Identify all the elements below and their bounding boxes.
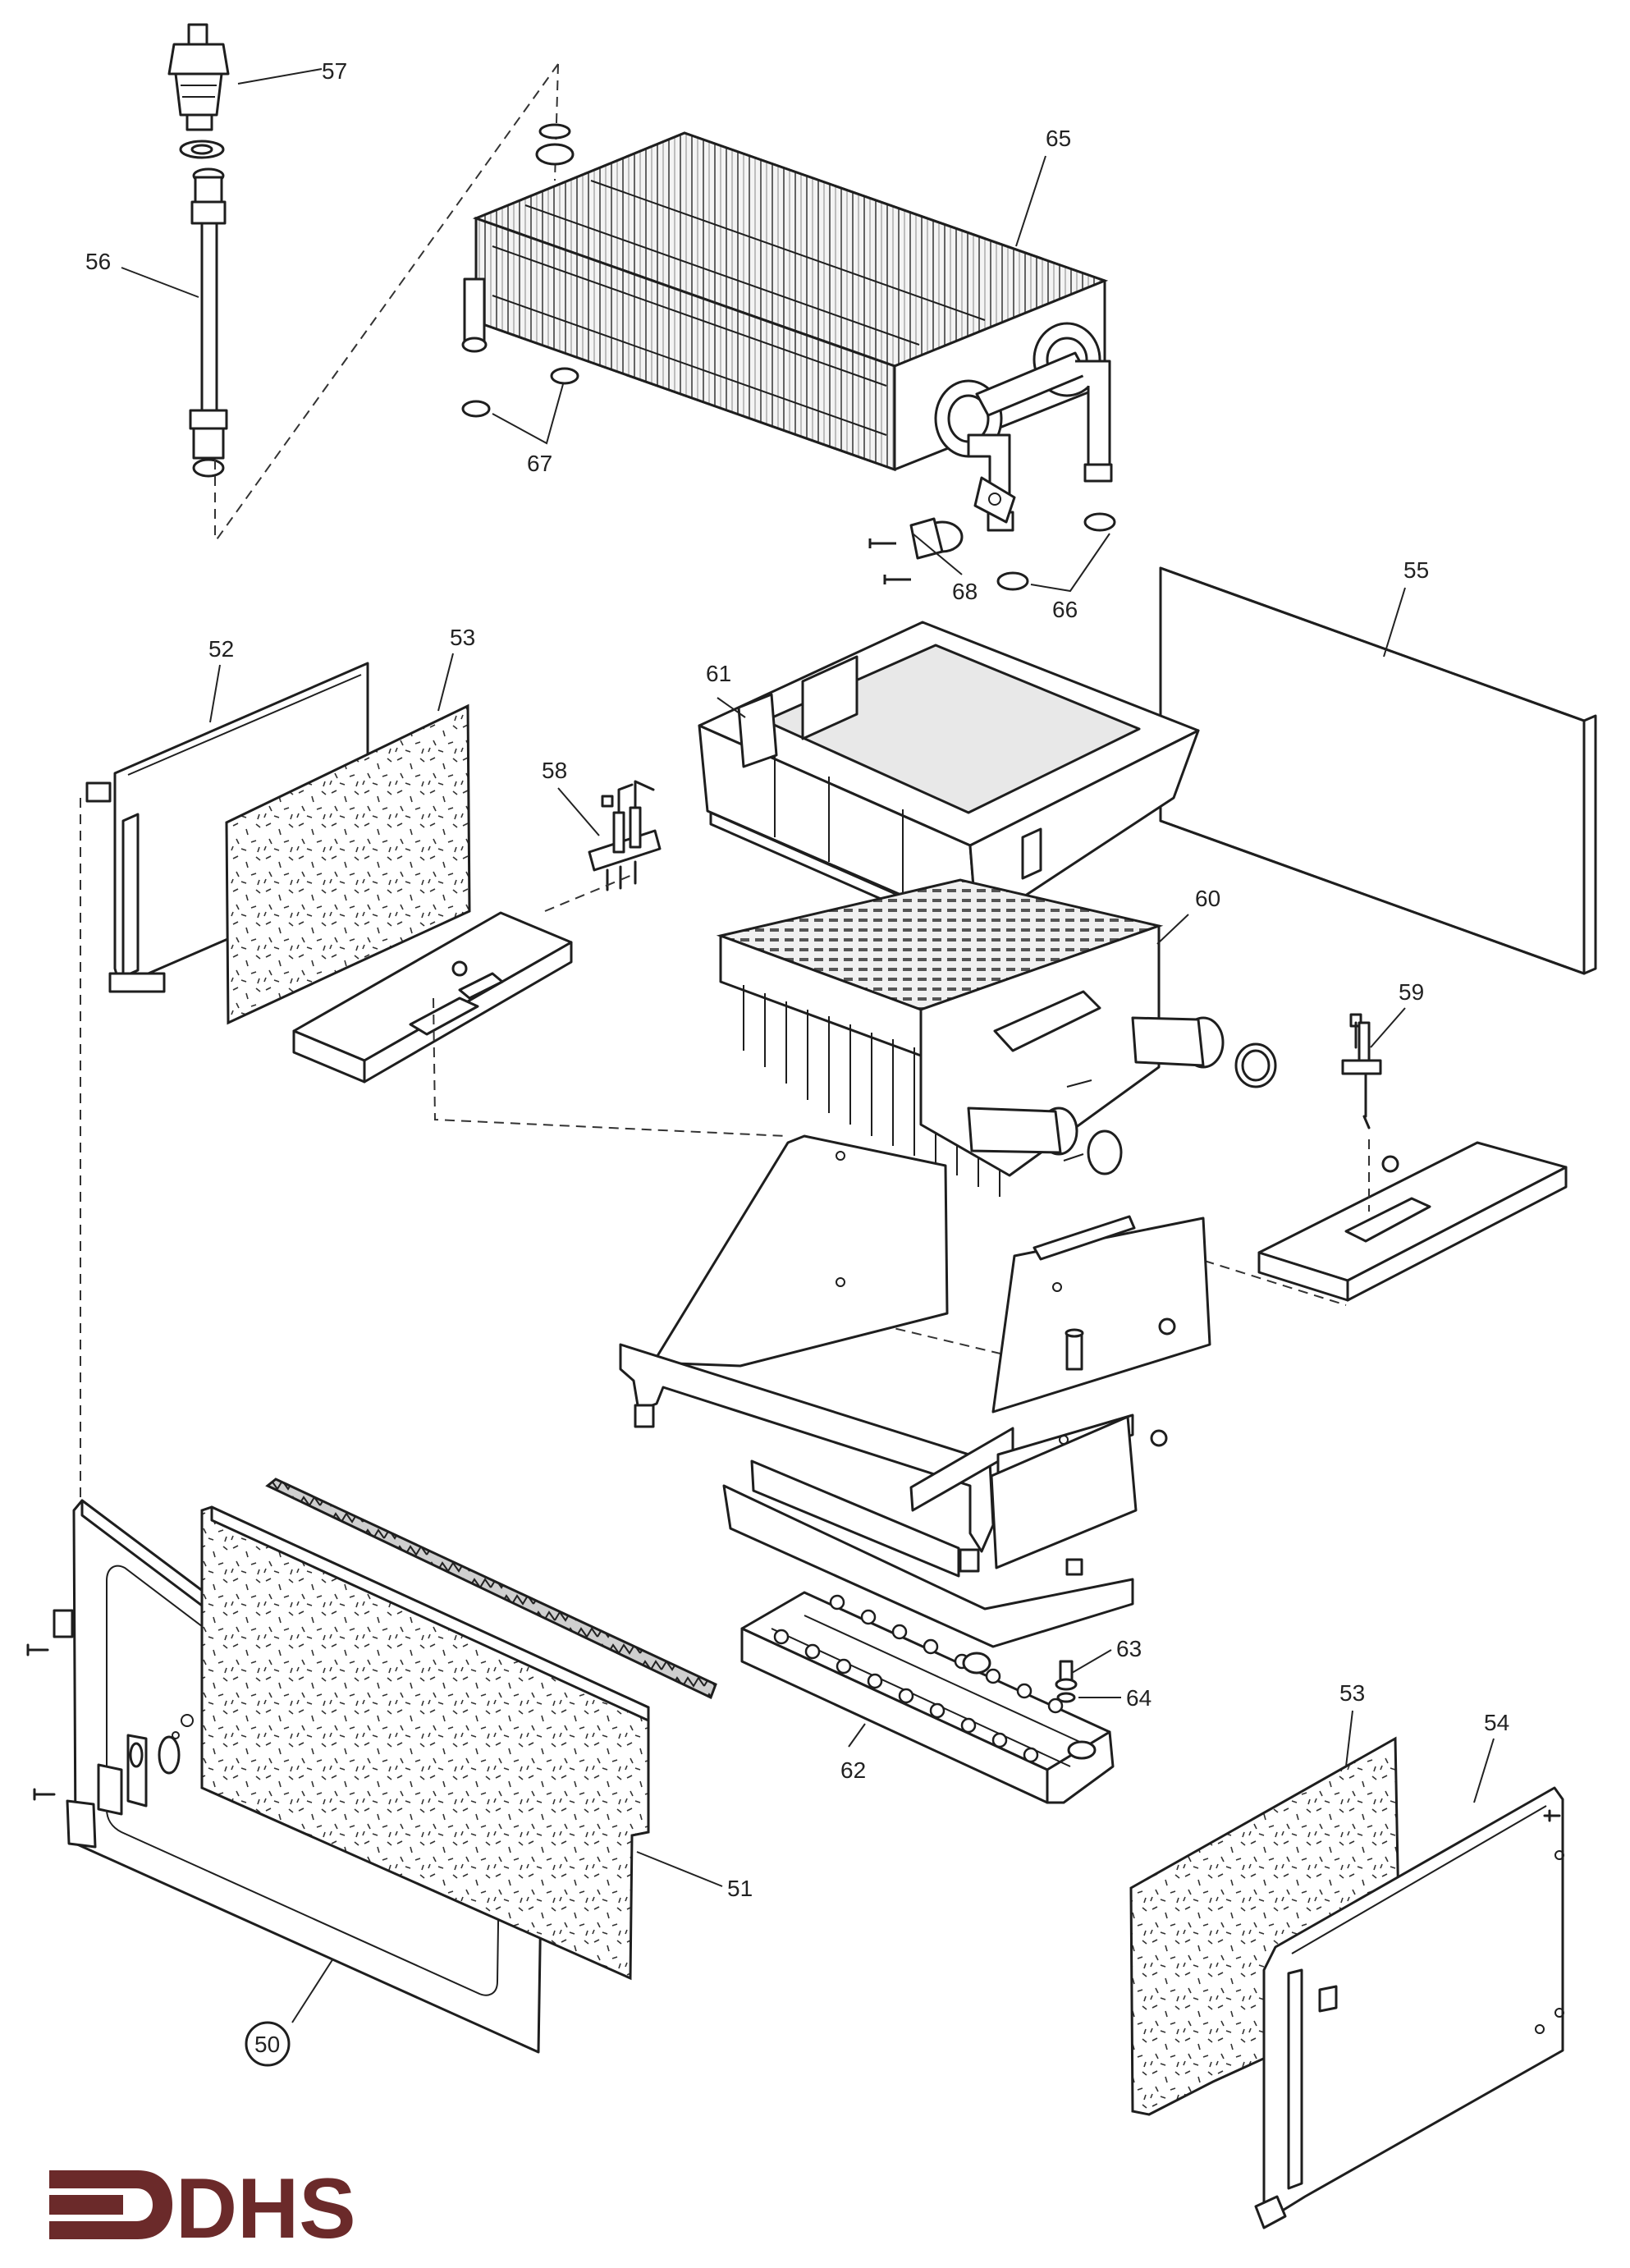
callout-65: 65 xyxy=(1046,126,1071,151)
leader-lines xyxy=(121,68,1495,2023)
callout-63: 63 xyxy=(1116,1636,1142,1661)
callout-53-left: 53 xyxy=(450,625,475,650)
callout-53-right: 53 xyxy=(1339,1680,1365,1706)
callout-66: 66 xyxy=(1052,597,1078,622)
callout-61: 61 xyxy=(706,661,731,686)
automatic-air-vent xyxy=(167,23,230,159)
callout-54: 54 xyxy=(1484,1710,1509,1735)
o-rings-67 xyxy=(461,367,579,445)
burner-side-plate-left xyxy=(292,911,573,1084)
gas-manifold-62 xyxy=(740,1591,1115,1804)
dhs-logo: DHS xyxy=(49,2161,356,2257)
o-rings-66 xyxy=(996,512,1116,593)
combustion-chamber-61 xyxy=(698,621,1200,939)
ignition-electrode-58 xyxy=(588,780,662,891)
burner-60 xyxy=(716,878,1277,1197)
insulation-panel-55 xyxy=(1159,566,1597,975)
callout-60: 60 xyxy=(1195,886,1220,911)
pressure-test-nipple xyxy=(1055,1660,1078,1703)
vent-pipe xyxy=(189,167,228,478)
callout-58: 58 xyxy=(542,758,567,783)
logo-text: DHS xyxy=(176,2161,356,2257)
heat-exchanger xyxy=(461,123,1113,532)
callout-labels: 57 56 65 67 68 66 55 52 53 58 61 60 59 6… xyxy=(85,58,1509,2057)
callout-50: 50 xyxy=(254,2032,280,2057)
callout-67: 67 xyxy=(527,451,552,476)
overheat-thermostat xyxy=(868,517,964,584)
callout-59: 59 xyxy=(1399,979,1424,1005)
callout-57: 57 xyxy=(322,58,347,84)
insulation-panel-53-left xyxy=(225,703,471,1025)
callout-51: 51 xyxy=(727,1876,753,1901)
side-bracket-54 xyxy=(1254,1786,1564,2229)
callout-68: 68 xyxy=(952,579,978,604)
burner-side-plate-right xyxy=(1257,1141,1568,1302)
burner-support-frame xyxy=(619,1134,1211,1648)
flame-sensing-electrode-59 xyxy=(1341,1013,1382,1129)
callout-52: 52 xyxy=(208,636,234,662)
gasket-strip xyxy=(265,1478,717,1700)
callout-64: 64 xyxy=(1126,1685,1152,1711)
insulation-panel-51 xyxy=(200,1505,650,1981)
callout-56: 56 xyxy=(85,249,111,274)
callout-55: 55 xyxy=(1403,557,1429,583)
callout-62: 62 xyxy=(840,1757,866,1783)
